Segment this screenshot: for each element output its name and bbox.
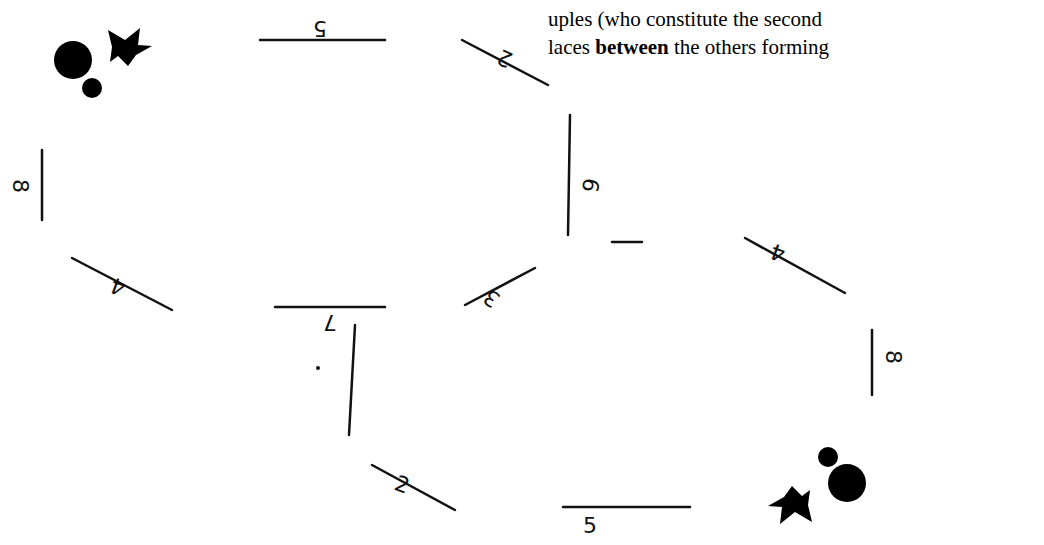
callout-number: 7 [323,311,337,333]
callout-number: 6 [578,176,602,194]
callout-number: 3 [480,285,504,311]
text-line: lacesbetweenthe others forming [548,37,829,58]
couple-symbol [768,447,866,524]
set-lines [42,40,872,510]
text-fragment: laces [548,35,590,59]
callout-number: 8 [9,179,31,193]
text-fragment: uples (who constitute the second [548,9,822,30]
callout-number: 8 [882,350,904,364]
text-fragment: between [595,35,668,59]
couple-symbol [54,28,152,98]
callout-number: 5 [583,515,597,537]
text-fragment: the others forming [674,35,829,59]
callout-number: 5 [313,17,327,39]
